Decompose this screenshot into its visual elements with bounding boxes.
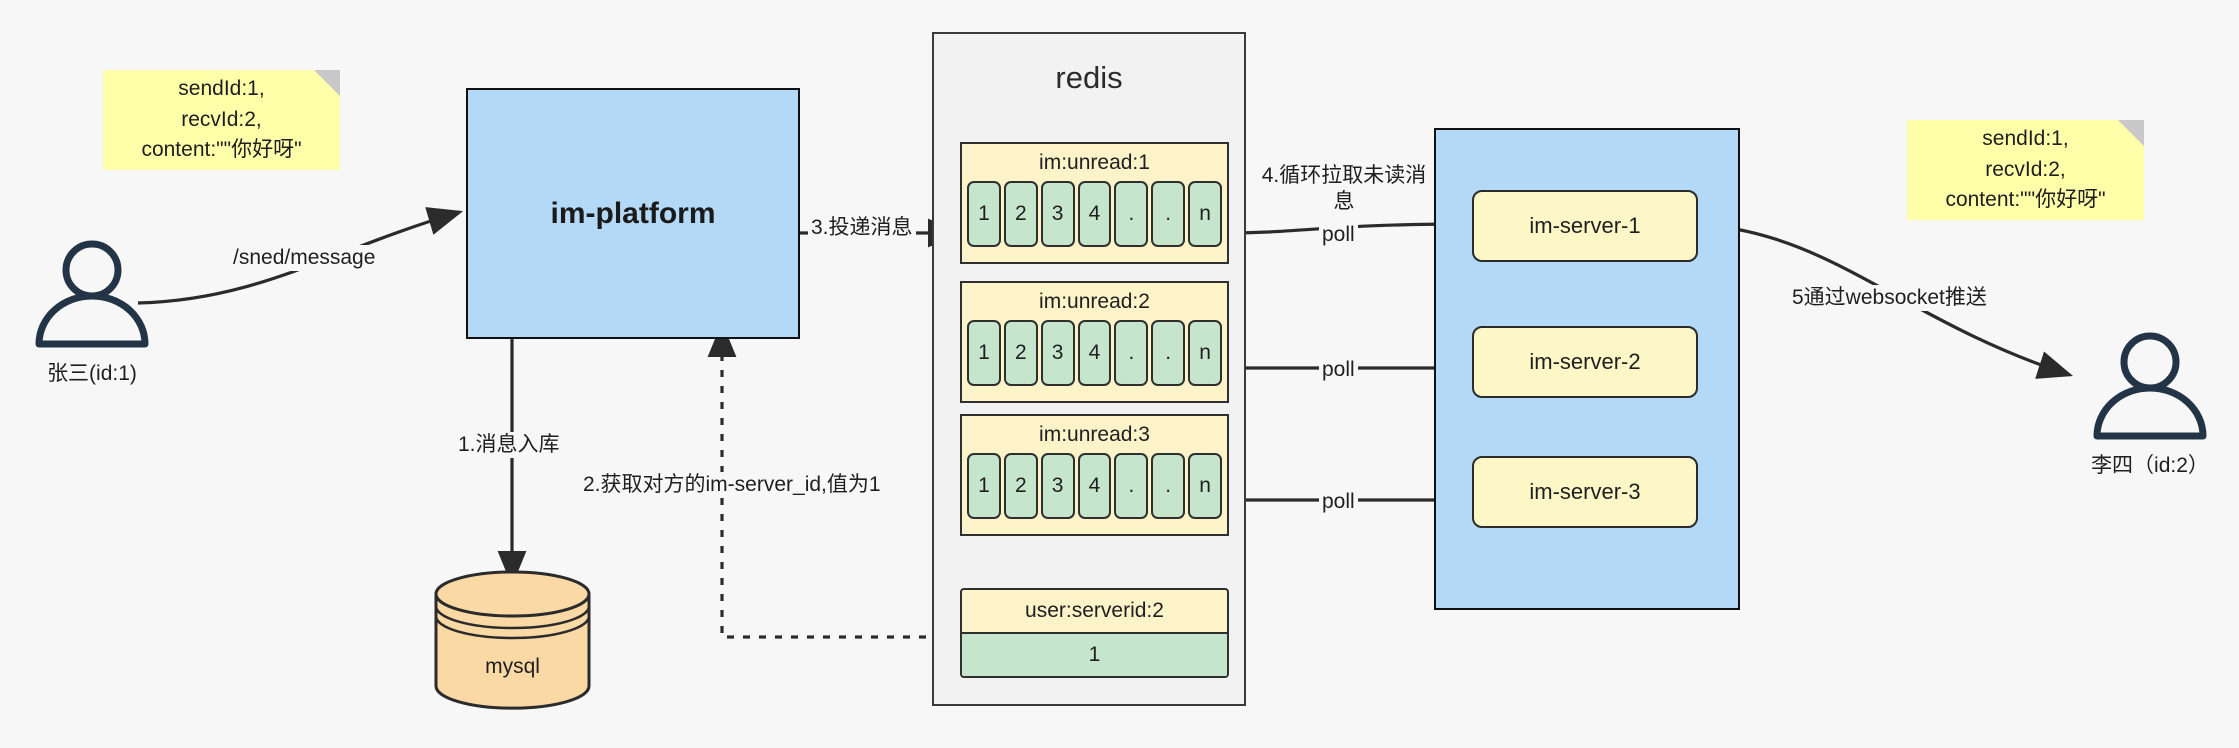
person-icon (2093, 332, 2207, 440)
actor-receiver: 李四（id:2） (2080, 330, 2220, 479)
redis-kv-user-serverid[interactable]: user:serverid:2 1 (960, 588, 1229, 678)
unread-list-2-key: im:unread:3 (1039, 423, 1150, 446)
im-server-2-box[interactable]: im-server-2 (1472, 326, 1698, 398)
unread-list-2[interactable]: im:unread:3 1 2 3 4 . . n (960, 414, 1229, 536)
note-left-text: sendId:1, recvId:2, content:""你好呀" (141, 77, 302, 162)
list-cell: . (1114, 181, 1149, 247)
edge-poll-3-label: poll (1319, 489, 1358, 516)
edge-get-serverid-label: 2.获取对方的im-server_id,值为1 (580, 472, 884, 499)
list-cell: 2 (1003, 181, 1038, 247)
redis-kv-key: user:serverid:2 (1025, 599, 1164, 622)
im-server-2-label: im-server-2 (1529, 349, 1641, 374)
mysql-label: mysql (485, 655, 540, 678)
edge-poll-2-label: poll (1319, 357, 1358, 384)
edge-send-message-label: /sned/message (230, 245, 379, 272)
redis-kv-value: 1 (962, 632, 1227, 676)
note-right-text: sendId:1, recvId:2, content:""你好呀" (1945, 127, 2106, 212)
unread-list-1[interactable]: im:unread:2 1 2 3 4 . . n (960, 281, 1229, 403)
unread-list-2-cells: 1 2 3 4 . . n (962, 453, 1227, 524)
unread-list-0-key: im:unread:1 (1039, 151, 1150, 174)
list-cell: 4 (1077, 453, 1112, 519)
list-cell: 4 (1077, 320, 1112, 386)
list-cell: n (1188, 181, 1223, 247)
unread-list-0[interactable]: im:unread:1 1 2 3 4 . . n (960, 142, 1229, 264)
list-cell: 3 (1040, 453, 1075, 519)
im-server-1-label: im-server-1 (1529, 213, 1641, 238)
edge-store-message-label: 1.消息入库 (455, 432, 563, 459)
list-cell: . (1114, 453, 1149, 519)
list-cell: . (1151, 453, 1186, 519)
redis-title: redis (1055, 60, 1123, 95)
list-cell: 1 (967, 181, 1001, 247)
list-cell: 4 (1077, 181, 1112, 247)
im-server-3-label: im-server-3 (1529, 479, 1641, 504)
list-cell: 1 (967, 320, 1001, 386)
note-right: sendId:1, recvId:2, content:""你好呀" (1907, 120, 2144, 220)
note-fold-icon (2118, 120, 2144, 146)
list-cell: 2 (1003, 320, 1038, 386)
list-cell: n (1188, 320, 1223, 386)
database-cylinder-icon (434, 570, 591, 710)
person-icon (35, 240, 149, 348)
list-cell: . (1151, 320, 1186, 386)
actor-receiver-label: 李四（id:2） (2091, 454, 2209, 477)
unread-list-0-cells: 1 2 3 4 . . n (962, 181, 1227, 252)
edge-deliver-message-label: 3.投递消息 (808, 215, 916, 242)
list-cell: 1 (967, 453, 1001, 519)
unread-list-1-key: im:unread:2 (1039, 290, 1150, 313)
list-cell: n (1188, 453, 1223, 519)
im-platform-box[interactable]: im-platform (466, 88, 800, 339)
list-cell: 3 (1040, 181, 1075, 247)
note-fold-icon (314, 70, 340, 96)
edge-poll-1-label: poll (1319, 222, 1358, 249)
list-cell: 2 (1003, 453, 1038, 519)
list-cell: . (1151, 181, 1186, 247)
mysql-database[interactable]: mysql (430, 570, 595, 710)
im-platform-label: im-platform (550, 196, 716, 230)
actor-sender: 张三(id:1) (22, 238, 162, 387)
list-cell: 3 (1040, 320, 1075, 386)
unread-list-1-cells: 1 2 3 4 . . n (962, 320, 1227, 391)
actor-sender-label: 张三(id:1) (47, 362, 137, 385)
list-cell: . (1114, 320, 1149, 386)
note-left: sendId:1, recvId:2, content:""你好呀" (103, 70, 340, 170)
edge-loop-pull-label: 4.循环拉取未读消 息 (1256, 163, 1432, 216)
edge-websocket-push-label: 5通过websocket推送 (1789, 285, 1990, 312)
im-server-1-box[interactable]: im-server-1 (1472, 190, 1698, 262)
im-server-3-box[interactable]: im-server-3 (1472, 456, 1698, 528)
